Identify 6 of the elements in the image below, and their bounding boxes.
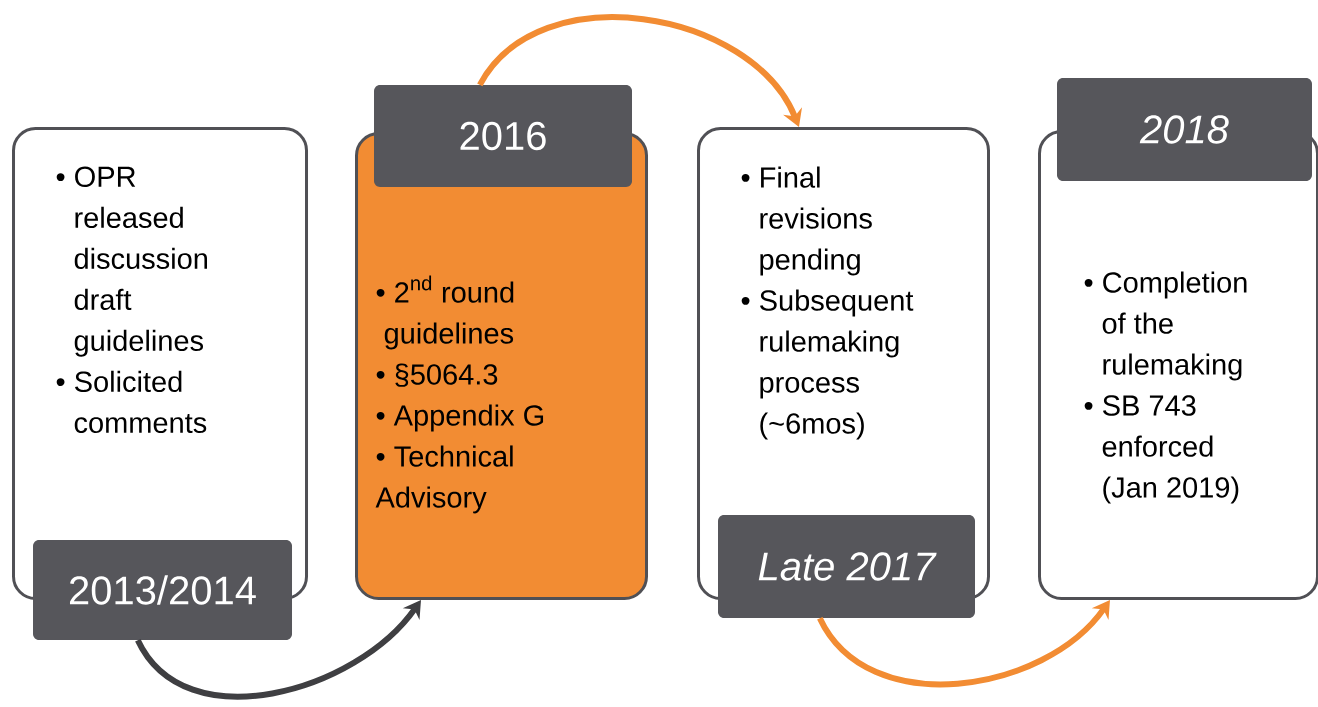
year-tab: 2013/2014 [33,540,292,640]
year-tab: 2018 [1057,78,1312,181]
arrow [817,600,1110,687]
year-tab: 2016 [374,85,632,187]
arrow [135,600,421,700]
year-tab: Late 2017 [718,515,975,618]
